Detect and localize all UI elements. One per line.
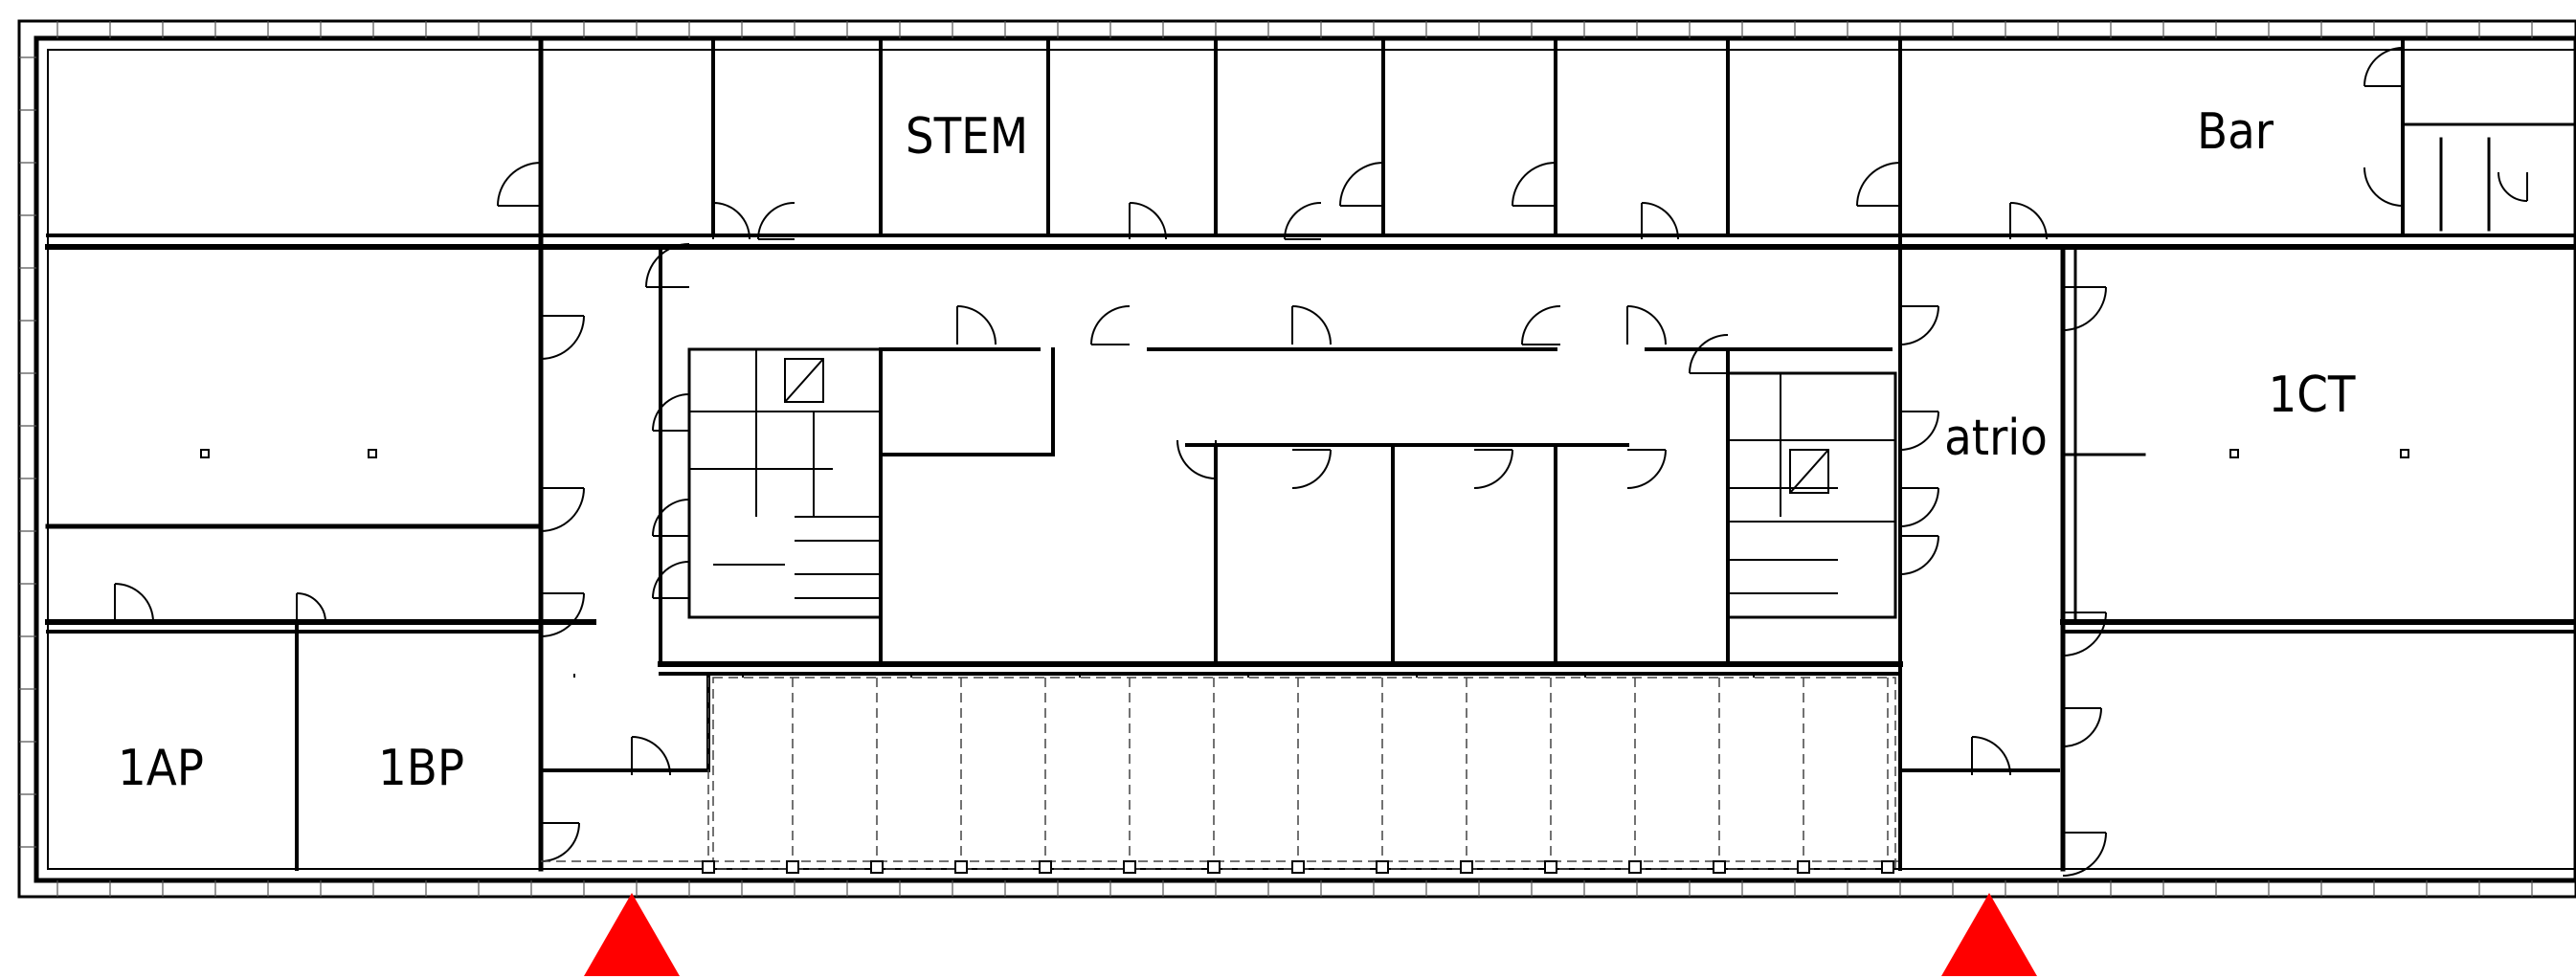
interior-walls [45, 35, 2576, 872]
perimeter-ticks [19, 21, 2533, 897]
washroom-left [687, 347, 883, 619]
columns [200, 449, 2409, 458]
room-label-stem: STEM [906, 108, 1028, 166]
room-label-1ct: 1CT [2269, 367, 2356, 424]
entrance-marker-right-icon [1941, 893, 2037, 976]
room-label-1ap: 1AP [118, 740, 204, 797]
washroom-right [1726, 371, 1897, 619]
entrance-marker-left-icon [584, 893, 680, 976]
room-label-1bp: 1BP [378, 740, 464, 797]
outer-walls [17, 19, 2576, 899]
door-swings [114, 47, 2528, 877]
room-label-atrio: atrio [1944, 410, 2048, 467]
colonnade-grid [541, 674, 1900, 874]
room-label-bar: Bar [2197, 103, 2274, 161]
